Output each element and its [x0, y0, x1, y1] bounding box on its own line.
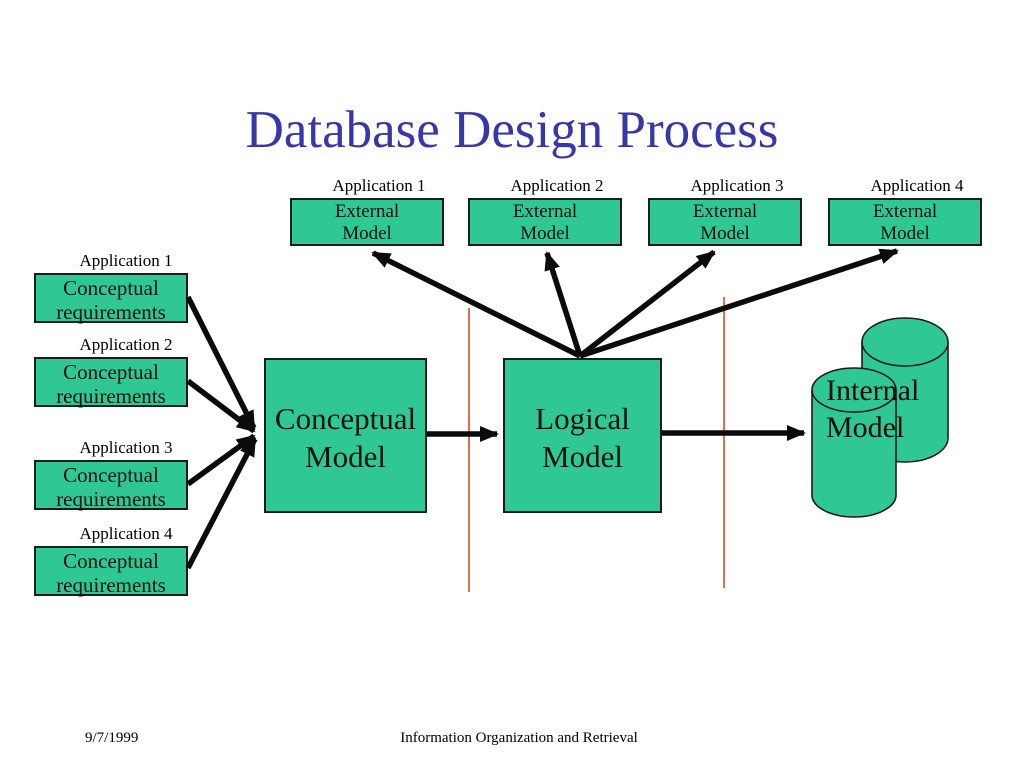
database-cylinder-front-top [811, 367, 897, 413]
external-app-label-2: Application 2 [510, 176, 604, 195]
arrow-logical-to-external2 [544, 251, 583, 357]
internal-model-text-line1: Internal [826, 374, 920, 407]
requirements-text-line2: requirements [56, 300, 166, 324]
external-model-box-3: External Model [648, 198, 802, 246]
logical-model-text-line2: Model [542, 439, 623, 474]
conceptual-model-text-line2: Model [305, 439, 386, 474]
arrow-req1-to-conceptual [185, 295, 257, 430]
conceptual-requirements-group-2: Application 2 Conceptual requirements [34, 335, 188, 408]
conceptual-requirements-box-1: Conceptual requirements [34, 273, 188, 324]
requirements-text-line1: Conceptual [63, 360, 159, 384]
footer-course-title: Information Organization and Retrieval [400, 730, 638, 746]
database-cylinder-front-body [811, 390, 897, 518]
conceptual-requirements-box-2: Conceptual requirements [34, 357, 188, 408]
external-model-group-2: Application 2 External Model [468, 176, 622, 246]
external-model-text-line2: Model [520, 223, 570, 244]
database-cylinder-icon [811, 317, 949, 518]
conceptual-requirements-group-3: Application 3 Conceptual requirements [34, 438, 188, 511]
requirements-text-line2: requirements [56, 384, 166, 408]
arrow-logical-to-external1 [371, 250, 582, 359]
footer-date: 9/7/1999 [85, 730, 139, 746]
external-model-box-4: External Model [828, 198, 982, 246]
stage-divider-line-2 [723, 297, 725, 588]
conceptual-requirements-box-3: Conceptual requirements [34, 460, 188, 511]
internal-model-label: Internal Model [826, 372, 919, 446]
conceptual-requirements-group-4: Application 4 Conceptual requirements [34, 524, 188, 597]
external-model-text-line2: Model [880, 223, 930, 244]
requirements-text-line2: requirements [56, 487, 166, 511]
external-model-text-line2: Model [700, 223, 750, 244]
requirements-app-label-3: Application 3 [79, 438, 173, 457]
external-model-box-1: External Model [290, 198, 444, 246]
database-cylinder-back-top [861, 317, 949, 367]
requirements-app-label-1: Application 1 [79, 251, 173, 270]
logical-model-box: Logical Model [503, 358, 662, 513]
external-model-box-2: External Model [468, 198, 622, 246]
logical-model-text-line1: Logical [535, 401, 630, 436]
external-model-text-line1: External [692, 201, 758, 222]
conceptual-model-text-line1: Conceptual [274, 401, 417, 436]
requirements-text-line2: requirements [56, 573, 166, 597]
conceptual-requirements-group-1: Application 1 Conceptual requirements [34, 251, 188, 324]
arrow-logical-to-external3 [578, 249, 716, 359]
requirements-app-label-4: Application 4 [79, 524, 173, 543]
conceptual-model-box: Conceptual Model [264, 358, 427, 513]
requirements-text-line1: Conceptual [63, 463, 159, 487]
stage-divider-line-1 [468, 308, 470, 592]
internal-model-text-line2: Model [826, 411, 905, 444]
requirements-text-line1: Conceptual [63, 276, 159, 300]
external-app-label-4: Application 4 [870, 176, 964, 195]
external-app-label-1: Application 1 [332, 176, 426, 195]
external-model-group-4: Application 4 External Model [828, 176, 982, 246]
arrow-req2-to-conceptual [186, 378, 256, 434]
external-model-text-line1: External [512, 201, 578, 222]
requirements-app-label-2: Application 2 [79, 335, 173, 354]
external-model-group-3: Application 3 External Model [648, 176, 802, 246]
external-model-group-1: Application 1 External Model [290, 176, 444, 246]
external-model-text-line1: External [334, 201, 400, 222]
external-model-text-line2: Model [342, 223, 392, 244]
external-app-label-3: Application 3 [690, 176, 784, 195]
slide-title: Database Design Process [245, 101, 779, 159]
external-model-text-line1: External [872, 201, 938, 222]
conceptual-requirements-box-4: Conceptual requirements [34, 546, 188, 597]
requirements-text-line1: Conceptual [63, 549, 159, 573]
